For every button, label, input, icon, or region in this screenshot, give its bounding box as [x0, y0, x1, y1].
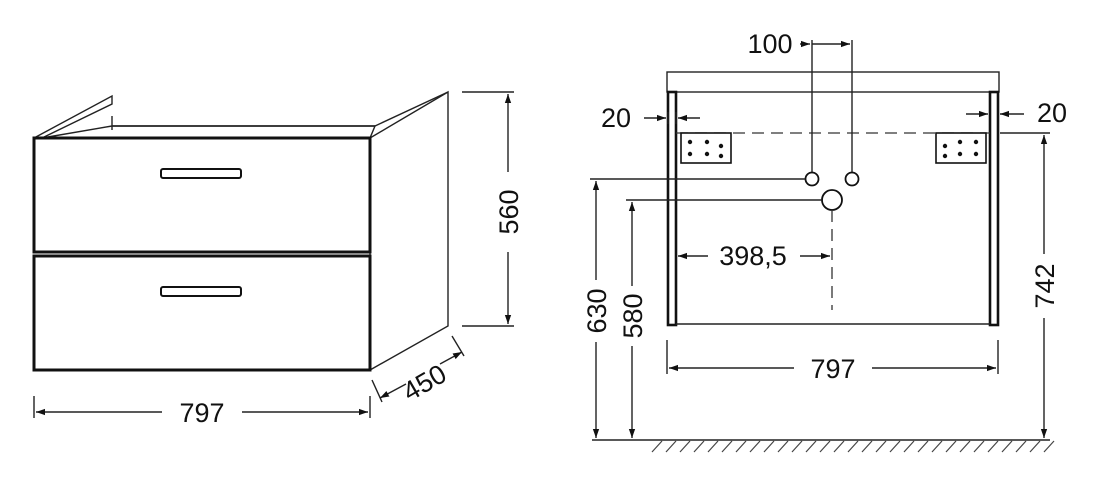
floor-hatch-line	[945, 440, 957, 453]
left-hanger-bracket	[680, 132, 732, 164]
floor-hatch-line	[707, 440, 719, 453]
floor-hatch-line	[1001, 440, 1013, 453]
floor-hatch-line	[875, 440, 887, 453]
floor-hatch-line	[903, 440, 915, 453]
rear-view: 100 20 20 398,5 797 630 580	[582, 29, 1067, 453]
floor-hatch-line	[931, 440, 943, 453]
front-depth-label: 450	[397, 359, 451, 408]
floor-hatch-line	[749, 440, 761, 453]
front-height-label: 560	[494, 189, 524, 234]
floor-hatch-line	[679, 440, 691, 453]
drain-outlet	[821, 189, 843, 211]
floor-hatch-line	[735, 440, 747, 453]
total-height-label: 742	[1030, 263, 1060, 308]
floor-hatch-line	[917, 440, 929, 453]
floor-hatch-line	[1015, 440, 1027, 453]
cabinet-left-top-edge	[33, 94, 113, 139]
floor-hatch-line	[805, 440, 817, 453]
floor-hatch-line	[721, 440, 733, 453]
pipe-spacing-label: 100	[747, 29, 792, 59]
right-side-wall	[988, 90, 1000, 327]
floor-hatch-line	[959, 440, 971, 453]
floor-hatch-line	[777, 440, 789, 453]
left-side-wall	[666, 90, 678, 327]
floor-hatch-line	[763, 440, 775, 453]
floor-hatch-line	[791, 440, 803, 453]
lower-pipe-height-label: 580	[618, 293, 648, 338]
floor-hatch-line	[651, 440, 663, 453]
front-width-label: 797	[179, 398, 224, 428]
right-hanger-bracket	[935, 132, 987, 164]
floor-hatch-line	[819, 440, 831, 453]
floor-hatch-line	[665, 440, 677, 453]
left-offset-label: 20	[601, 103, 631, 133]
floor-hatch-line	[847, 440, 859, 453]
cabinet-right-side-panel	[369, 90, 449, 372]
upper-drawer-front	[32, 136, 372, 254]
floor-hatching	[651, 440, 1055, 453]
floor-hatch-line	[973, 440, 985, 453]
floor-hatch-line	[889, 440, 901, 453]
lower-drawer-handle	[160, 286, 242, 297]
floor-hatch-line	[693, 440, 705, 453]
rear-width-label: 797	[810, 354, 855, 384]
floor-hatch-line	[861, 440, 873, 453]
upper-drawer-handle	[160, 168, 242, 179]
water-inlet-left	[804, 171, 820, 187]
floor-hatch-line	[987, 440, 999, 453]
upper-pipe-height-label: 630	[582, 288, 612, 333]
floor-hatch-line	[1043, 440, 1055, 453]
floor-hatch-line	[833, 440, 845, 453]
floor-hatch-line	[1029, 440, 1041, 453]
basin-top-slab	[666, 71, 1000, 93]
right-offset-label: 20	[1037, 98, 1067, 128]
cabinet-top-opening	[41, 125, 377, 139]
water-inlet-right	[844, 171, 860, 187]
front-view: 797 560 450	[32, 90, 524, 428]
drain-offset-label: 398,5	[719, 241, 787, 271]
lower-drawer-front	[32, 254, 372, 372]
